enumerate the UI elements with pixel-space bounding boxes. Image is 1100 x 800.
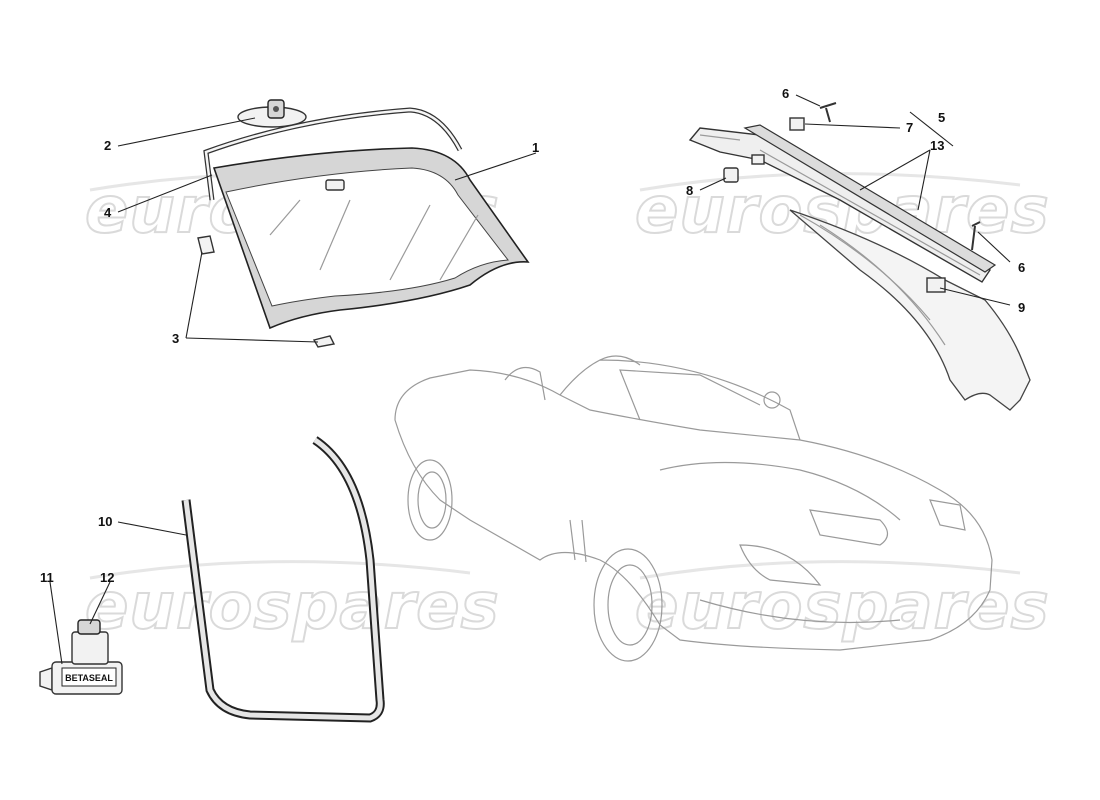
watermark-bottom-right: eurospares: [635, 570, 1050, 644]
callout-2: 2: [104, 138, 111, 153]
primer-can-part: [71, 619, 109, 665]
seal-strip-part: [181, 436, 385, 723]
callout-7: 7: [906, 120, 913, 135]
callout-13: 13: [930, 138, 944, 153]
callout-6a: 6: [782, 86, 789, 101]
callout-9: 9: [1018, 300, 1025, 315]
watermark-bottom-left: eurospares: [85, 570, 500, 644]
watermark-group: eurospares eurospares eurospares eurospa…: [84, 172, 1050, 645]
clip-part: [197, 235, 336, 348]
sealant-tube-part: BETASEAL: [39, 661, 123, 695]
side-cover-panel-part: [789, 209, 1031, 411]
callout-3: 3: [172, 331, 179, 346]
trim-rail-part: [688, 124, 997, 283]
car-outline: [394, 355, 993, 662]
leader-lines: [49, 94, 1011, 665]
callout-12: 12: [100, 570, 114, 585]
callout-5: 5: [938, 110, 945, 125]
sealant-label: BETASEAL: [65, 673, 113, 683]
callout-11: 11: [40, 570, 54, 585]
callout-8: 8: [686, 183, 693, 198]
callout-labels: 1 2 3 4 5 6 6 7 8 9 10 11 12 13: [40, 86, 1025, 585]
callout-1: 1: [532, 140, 539, 155]
windscreen-part: [212, 147, 530, 330]
callout-4: 4: [104, 205, 112, 220]
callout-6b: 6: [1018, 260, 1025, 275]
callout-10: 10: [98, 514, 112, 529]
windshield-upper-trim-part: [203, 107, 463, 201]
rear-view-mirror-part: [237, 99, 307, 128]
